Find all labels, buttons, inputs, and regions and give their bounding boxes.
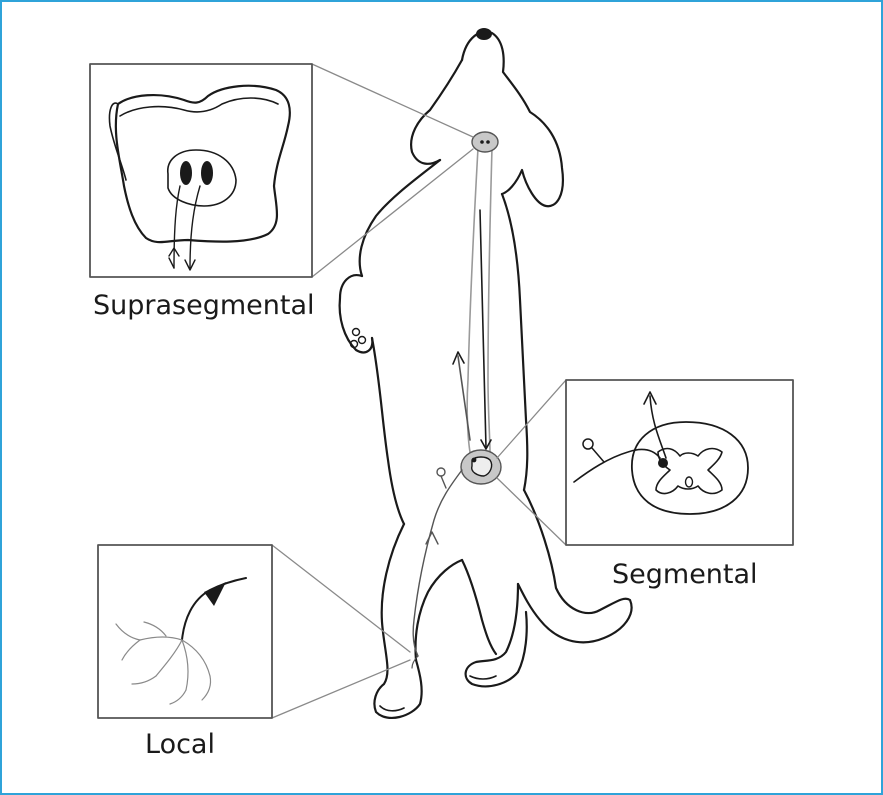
segmental-inset xyxy=(565,379,794,546)
suprasegmental-inset xyxy=(89,63,313,278)
lumbar-cord-section xyxy=(460,449,502,485)
brainstem-section xyxy=(471,131,499,153)
local-label: Local xyxy=(145,729,215,760)
cord-arrows xyxy=(452,209,492,450)
spinal-cord xyxy=(466,147,493,453)
leader-lines xyxy=(271,63,567,719)
peripheral-nerve xyxy=(411,467,463,669)
segmental-label: Segmental xyxy=(612,559,758,590)
suprasegmental-label: Suprasegmental xyxy=(93,290,315,321)
dog-outline xyxy=(338,28,633,720)
local-inset xyxy=(97,544,273,719)
nose-icon xyxy=(476,28,492,40)
